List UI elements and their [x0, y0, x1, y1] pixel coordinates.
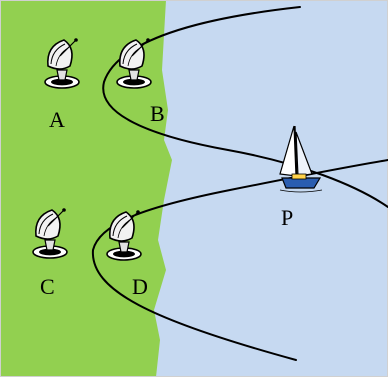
land-area: [0, 0, 172, 377]
label-a: A: [49, 107, 65, 132]
label-d: D: [132, 274, 148, 299]
label-c: C: [40, 274, 55, 299]
label-p: P: [281, 205, 293, 230]
label-b: B: [150, 101, 165, 126]
sailboat-icon: [279, 125, 323, 193]
hyperbola-ab-curve: [102, 6, 388, 208]
